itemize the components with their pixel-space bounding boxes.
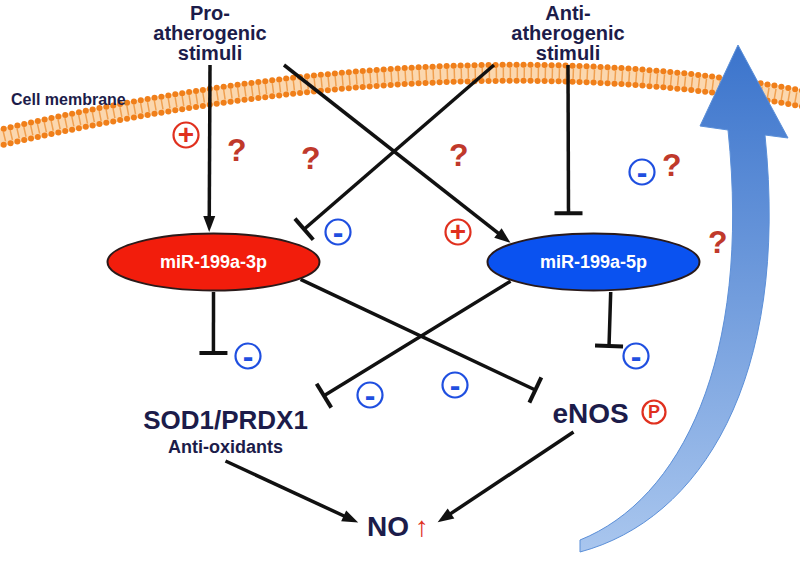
stimulus-node: Anti-atherogenic stimuli [494,1,642,65]
question-mark: ? [449,138,469,172]
node-subtext: Anti-oxidants [168,435,283,459]
arrow-head [438,508,455,522]
node-text: P [648,402,660,422]
arrow-head [494,228,510,243]
minus-circle: - [622,342,650,370]
plus-circle: + [444,218,472,246]
node-text: - [243,343,254,369]
inhibition-connector [301,279,542,402]
inhibition-connector [554,65,582,213]
feedback-arrow [580,45,788,552]
circle-shape [443,373,468,398]
arrow-head [341,510,358,522]
inhibition-bar [529,377,541,402]
node-subtext: ↑ [412,511,432,543]
connector-line [208,65,212,220]
activation-connector [203,65,215,232]
connector-line [226,461,348,518]
minus-circle: - [441,371,469,399]
connector-line [566,65,570,213]
mirna-ellipse: miR-199a-3p [106,232,321,292]
inhibition-bar [295,219,313,240]
node-text: - [365,382,376,408]
node-text: - [450,372,461,398]
inhibition-connector [295,65,494,240]
activation-connector [226,461,359,523]
inhibition-bar [317,384,332,408]
inhibition-bar [554,211,582,215]
minus-circle: - [356,381,384,409]
mirna-ellipse: miR-199a-5p [486,232,701,292]
circle-shape [326,220,351,245]
question-mark: ? [301,141,321,175]
activation-connector [438,432,574,522]
connector-line [609,292,611,346]
inhibition-bar [199,351,227,355]
connector-line [301,279,536,390]
inhibition-connector [317,281,511,407]
membrane-heads [0,81,800,148]
connector-line [304,65,494,229]
no-node: NO↑ [360,509,436,545]
ellipse-shape [108,234,320,291]
connector-line [284,65,501,235]
inhibition-bar [595,344,623,349]
connector-line [448,432,574,516]
phospho-circle: P [641,399,667,425]
inhibition-connector [595,292,623,346]
circle-shape [236,344,261,369]
question-mark: ? [227,133,247,167]
node-text: + [178,122,194,148]
circle-shape [624,344,649,369]
connector-line [212,292,216,353]
cell-membrane [0,65,800,148]
circle-shape [643,401,666,424]
question-mark: ? [708,225,728,259]
question-mark: ? [662,148,682,182]
node-text: - [631,343,642,369]
arrow-head [203,216,215,232]
circle-shape [174,123,199,148]
node-text: miR-199a-5p [540,252,647,273]
node-text: miR-199a-3p [160,252,267,273]
inhibition-connector [199,292,227,353]
circle-shape [446,220,471,245]
node-text: SOD1/PRDX1 [143,405,308,435]
node-text: Pro-atherogenic stimuli [140,3,280,63]
plus-circle: + [172,121,200,149]
activation-connector [284,65,511,243]
node-text: + [450,219,466,245]
antioxidant-node: SOD1/PRDX1Anti-oxidants [139,403,312,461]
node-text: NO [364,511,412,543]
circle-shape [630,160,655,185]
stimulus-node: Pro-atherogenic stimuli [136,1,284,65]
node-text: eNOS [552,398,628,430]
circle-shape [358,383,383,408]
ellipse-shape [488,234,700,291]
enos-node: eNOS [548,396,633,432]
node-text: - [637,159,648,185]
minus-circle: - [234,342,262,370]
connector-line [324,281,511,395]
minus-circle: - [628,158,656,186]
node-text: Anti-atherogenic stimuli [498,3,638,63]
membrane-label: Cell membrane [11,91,126,109]
minus-circle: - [324,218,352,246]
node-text: - [333,219,344,245]
